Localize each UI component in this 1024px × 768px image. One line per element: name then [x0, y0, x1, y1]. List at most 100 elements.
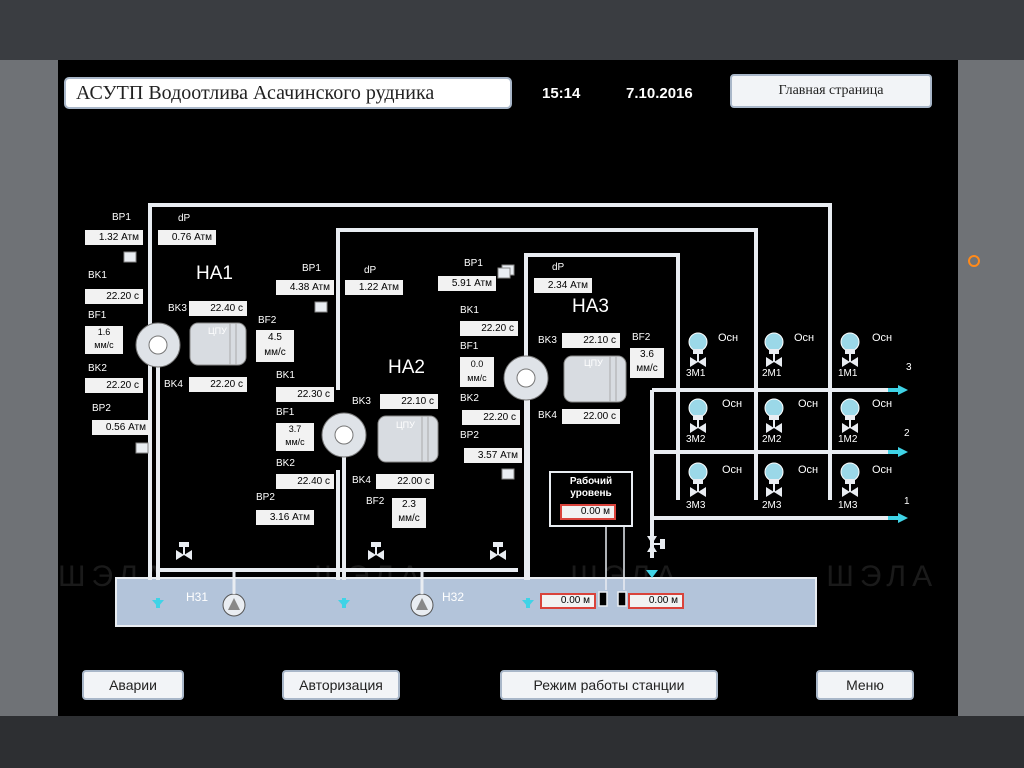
readout-bk2[interactable]: 22.20 с [462, 410, 520, 425]
label-bk2: BK2 [460, 393, 479, 404]
valve-name[interactable]: 2M3 [762, 500, 782, 511]
readout-value: 0.0 [470, 359, 484, 369]
label-bf1: BF1 [88, 310, 107, 321]
gate-valve-grid [688, 332, 860, 498]
valve-name[interactable]: 2M1 [762, 368, 782, 379]
valve-name[interactable]: 1M1 [838, 368, 858, 379]
label-bp1: BP1 [464, 258, 483, 269]
label-bk4: BK4 [164, 379, 183, 390]
readout-bk2[interactable]: 22.20 с [85, 378, 143, 393]
readout-value: 22.20 [106, 291, 132, 302]
valve-name[interactable]: 3M2 [686, 434, 706, 445]
readout-unit: Атм [570, 280, 588, 291]
readout-value: 22.20 [210, 379, 236, 390]
valve-name[interactable]: 1M2 [838, 434, 858, 445]
watermark: ШЭЛА ШЭЛА ШЭЛА ШЭЛА [58, 560, 958, 594]
readout-value: 3.57 [477, 450, 498, 461]
label-bp2: BP2 [460, 430, 479, 441]
valve-name[interactable]: 3M3 [686, 500, 706, 511]
readout-bk1[interactable]: 22.20 с [460, 321, 518, 336]
readout-bp1[interactable]: 1.32 Атм [85, 230, 143, 245]
label-bf2: BF2 [366, 496, 385, 507]
readout-bp2[interactable]: 3.57 Атм [464, 448, 522, 463]
label-bk1: BK1 [460, 305, 479, 316]
valve-name[interactable]: 2M2 [762, 434, 782, 445]
readout-bk3[interactable]: 22.10 с [562, 333, 620, 348]
label-bp1: BP1 [112, 212, 131, 223]
readout-bk4[interactable]: 22.00 с [562, 409, 620, 424]
readout-value: 22.10 [583, 335, 609, 346]
level-readout-2[interactable]: 0.00 м [628, 593, 684, 609]
discharge-valve [646, 535, 666, 553]
label-bk1: BK1 [276, 370, 295, 381]
header-valve-1 [175, 541, 193, 561]
label-bp2: BP2 [92, 403, 111, 414]
pump-na2 [321, 412, 439, 463]
valve-state: Осн [794, 332, 815, 344]
readout-bk1[interactable]: 22.20 с [85, 289, 143, 304]
readout-value: 1.6 [97, 327, 111, 337]
readout-dp[interactable]: 0.76 Атм [158, 230, 216, 245]
level-readout-1[interactable]: 0.00 м [540, 593, 596, 609]
page-title: АСУТП Водоотлива Асачинского рудника [64, 77, 512, 109]
valve-name[interactable]: 1M3 [838, 500, 858, 511]
label-bk3: BK3 [538, 335, 557, 346]
hmi-screen: ШЭЛА ШЭЛА ШЭЛА ШЭЛА АСУТП Водоотлива Аса… [58, 60, 958, 716]
home-page-button[interactable]: Главная страница [730, 74, 932, 108]
readout-unit: с [611, 335, 616, 346]
pump-name-na1: НА1 [196, 263, 233, 284]
label-bp1: BP1 [302, 263, 321, 274]
readout-unit: с [238, 379, 243, 390]
label-dp: dP [552, 262, 565, 273]
readout-unit: мм/с [94, 340, 114, 350]
readout-bk4[interactable]: 22.00 с [376, 474, 434, 489]
label-bk4: BK4 [538, 410, 557, 421]
power-icon[interactable] [968, 255, 980, 267]
label-bp2: BP2 [256, 492, 275, 503]
readout-bk4[interactable]: 22.20 с [189, 377, 247, 392]
motor-label: ЦПУ [584, 358, 603, 368]
readout-value: 22.20 [106, 380, 132, 391]
readout-unit: мм/с [285, 437, 305, 447]
label-bk2: BK2 [276, 458, 295, 469]
readout-value: 0.00 [648, 595, 669, 606]
header-valve-3 [489, 541, 507, 561]
readout-bk1[interactable]: 22.30 с [276, 387, 334, 402]
readout-unit: м [671, 595, 678, 606]
readout-value: 22.30 [297, 389, 323, 400]
readout-bp2[interactable]: 3.16 Атм [256, 510, 314, 525]
readout-value: 0.76 [171, 232, 192, 243]
label-bf2: BF2 [632, 332, 651, 343]
line-number: 2 [904, 428, 910, 439]
readout-dp[interactable]: 2.34 Атм [534, 278, 592, 293]
clock-date: 7.10.2016 [626, 85, 693, 102]
readout-bp1[interactable]: 4.38 Атм [276, 280, 334, 295]
authorization-button[interactable]: Авторизация [282, 670, 400, 700]
label-dp: dP [364, 265, 377, 276]
readout-value: 22.00 [397, 476, 423, 487]
work-level-readout[interactable]: 0.00 м [560, 504, 616, 520]
readout-bk3[interactable]: 22.40 с [189, 301, 247, 316]
monitor-bezel-right [958, 60, 1024, 716]
readout-bp2[interactable]: 0.56 Атм [92, 420, 150, 435]
readout-bp1[interactable]: 5.91 Атм [438, 276, 496, 291]
readout-value: 2.34 [547, 280, 568, 291]
readout-bk2[interactable]: 22.40 с [276, 474, 334, 489]
valve-name[interactable]: 3M1 [686, 368, 706, 379]
work-level-label: Рабочий уровень [569, 476, 613, 499]
readout-unit: с [425, 476, 430, 487]
menu-button[interactable]: Меню [816, 670, 914, 700]
pump-name-na3: НА3 [572, 296, 609, 317]
readout-unit: с [238, 303, 243, 314]
readout-bf1[interactable]: 1.6 мм/с [85, 326, 123, 354]
readout-dp[interactable]: 1.22 Атм [345, 280, 403, 295]
alarms-button[interactable]: Аварии [82, 670, 184, 700]
readout-bk3[interactable]: 22.10 с [380, 394, 438, 409]
station-mode-button[interactable]: Режим работы станции [500, 670, 718, 700]
readout-value: 5.91 [451, 278, 472, 289]
